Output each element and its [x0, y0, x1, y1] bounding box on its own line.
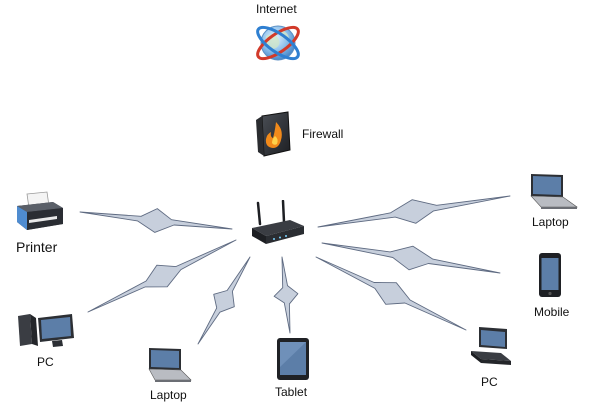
laptop-icon	[530, 174, 578, 209]
printer-icon	[17, 191, 63, 230]
laptop-bottom-label: Laptop	[150, 388, 187, 402]
printer-node[interactable]	[13, 190, 65, 236]
internet-node[interactable]	[252, 18, 304, 66]
pc-left-label: PC	[37, 355, 54, 369]
firewall-node[interactable]	[254, 110, 294, 158]
mobile-node[interactable]	[538, 252, 562, 298]
pc-right-label: PC	[481, 375, 498, 389]
wireless-link-laptop-bottom	[197, 256, 251, 345]
mobile-phone-icon	[539, 253, 561, 297]
router-icon	[252, 199, 304, 244]
firewall-icon	[256, 111, 291, 157]
wireless-link-laptop-right	[317, 195, 511, 228]
desktop-pc-icon	[18, 314, 74, 347]
laptop-icon	[148, 348, 192, 382]
wireless-link-pc-left	[87, 239, 237, 313]
wireless-link-tablet	[273, 256, 299, 334]
internet-label: Internet	[256, 2, 297, 16]
desktop-pc-icon	[471, 327, 511, 365]
laptop-right-node[interactable]	[527, 172, 579, 212]
firewall-label: Firewall	[302, 127, 344, 141]
globe-icon	[256, 25, 300, 61]
tablet-icon	[277, 338, 309, 380]
tablet-label: Tablet	[275, 385, 308, 399]
pc-left-node[interactable]	[16, 310, 76, 350]
wireless-link-mobile	[321, 242, 501, 274]
wireless-link-printer	[79, 208, 233, 233]
printer-label: Printer	[16, 239, 58, 255]
router-node[interactable]	[250, 199, 306, 250]
wireless-link-pc-right	[315, 256, 467, 331]
laptop-right-label: Laptop	[532, 215, 569, 229]
tablet-node[interactable]	[276, 337, 310, 381]
mobile-label: Mobile	[534, 305, 570, 319]
laptop-bottom-node[interactable]	[143, 346, 193, 384]
pc-right-node[interactable]	[467, 325, 513, 367]
